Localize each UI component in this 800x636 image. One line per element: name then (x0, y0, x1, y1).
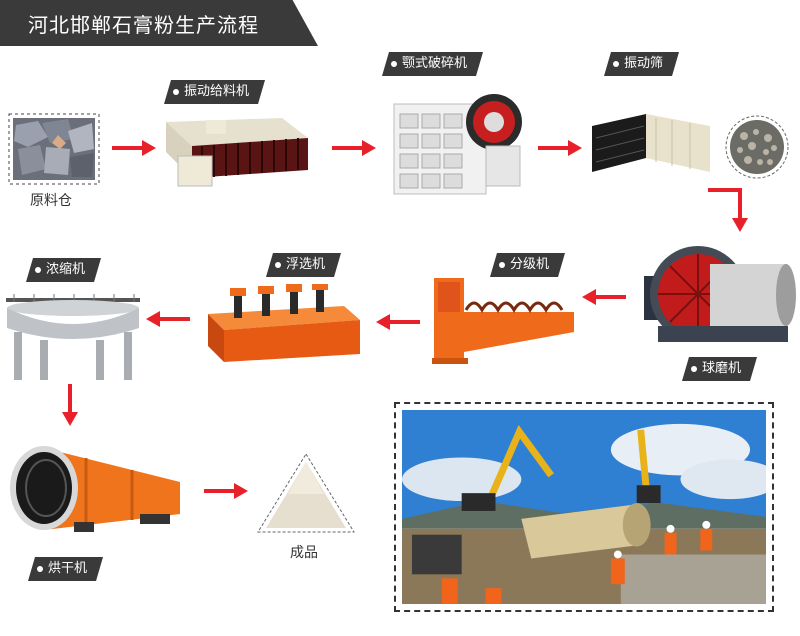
vibrating-feeder-image (166, 118, 308, 187)
thickener-image (6, 294, 140, 380)
feeder-label: 振动给料机 (184, 84, 250, 99)
thickener-tag: 浓缩机 (26, 258, 101, 282)
flotation-machine-image (208, 284, 360, 362)
vibrating-screen-image (592, 114, 710, 172)
raw-material-image (8, 113, 100, 185)
classifier-label: 分级机 (510, 257, 550, 272)
tag-bullet-icon (35, 267, 41, 273)
site-photo-frame (394, 402, 780, 612)
flotation-tag: 浮选机 (266, 253, 341, 277)
header-banner (0, 0, 318, 46)
thickener-label: 浓缩机 (46, 262, 86, 277)
red-right-arrow-icon (204, 483, 248, 499)
red-left-arrow-icon (582, 289, 626, 305)
tag-bullet-icon (613, 61, 619, 67)
dryer-label: 烘干机 (48, 561, 88, 576)
jaw-crusher-tag: 颚式破碎机 (382, 52, 483, 76)
tag-bullet-icon (37, 566, 43, 572)
spiral-classifier-image (432, 278, 574, 364)
red-turn-down-arrow-icon (708, 188, 748, 232)
jaw-crusher-label: 颚式破碎机 (402, 56, 468, 71)
rotary-dryer-image (10, 446, 180, 532)
gypsum-powder-image (257, 453, 355, 533)
tag-bullet-icon (691, 366, 697, 372)
tag-bullet-icon (173, 89, 179, 95)
flotation-label: 浮选机 (286, 257, 326, 272)
product-label: 成品 (290, 545, 318, 561)
page-title: 河北邯郸石膏粉生产流程 (28, 13, 259, 37)
ball-mill-tag: 球磨机 (682, 357, 757, 381)
feeder-tag: 振动给料机 (164, 80, 265, 104)
raw-bin-label: 原料仓 (30, 193, 72, 209)
ball-mill-image (644, 246, 796, 342)
construction-site-photo (402, 410, 780, 604)
red-right-arrow-icon (538, 140, 582, 156)
screen-tag: 振动筛 (604, 52, 679, 76)
red-left-arrow-icon (146, 311, 190, 327)
red-right-arrow-icon (112, 140, 156, 156)
red-down-arrow-icon (62, 384, 78, 426)
dryer-tag: 烘干机 (28, 557, 103, 581)
screened-gravel-image (725, 115, 789, 179)
classifier-tag: 分级机 (490, 253, 565, 277)
red-left-arrow-icon (376, 314, 420, 330)
jaw-crusher-image (393, 94, 522, 195)
tag-bullet-icon (275, 262, 281, 268)
tag-bullet-icon (391, 61, 397, 67)
ball-mill-label: 球磨机 (702, 361, 742, 376)
screen-label: 振动筛 (624, 56, 664, 71)
tag-bullet-icon (499, 262, 505, 268)
red-right-arrow-icon (332, 140, 376, 156)
